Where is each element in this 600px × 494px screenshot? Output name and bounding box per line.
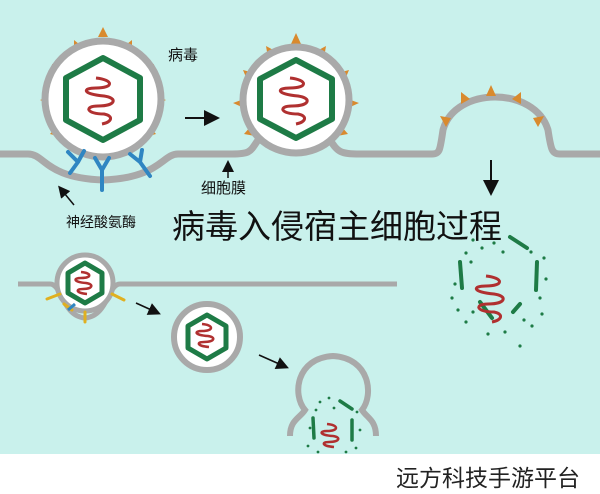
bud-spikes xyxy=(440,85,544,127)
virus-small-attaching xyxy=(45,252,126,324)
capsid xyxy=(63,55,143,143)
capsid xyxy=(257,57,335,141)
neuraminidase-receptors xyxy=(66,148,152,192)
cell-membrane-label: 细胞膜 xyxy=(201,179,247,197)
neuraminidase-label: 神经酸氨酶 xyxy=(66,215,136,231)
scattered-dots xyxy=(450,238,548,348)
receptors-small xyxy=(45,292,126,324)
arrow-up-icon xyxy=(58,185,75,206)
virus-fusing xyxy=(233,33,359,157)
rna-coil xyxy=(85,76,115,126)
watermark-strip xyxy=(0,454,600,494)
rna-coil xyxy=(195,322,215,349)
capsid xyxy=(185,312,229,362)
rna-coil xyxy=(74,270,93,296)
diagram-title: 病毒入侵宿主细胞过程 xyxy=(172,207,502,246)
virus-label: 病毒 xyxy=(168,46,199,64)
arrow-right-icon xyxy=(135,302,161,315)
capsid xyxy=(65,260,105,306)
uncoating-capsid xyxy=(306,396,362,454)
arrow-right-icon xyxy=(258,354,289,369)
scattered-dots xyxy=(306,396,362,454)
virus-attaching xyxy=(40,27,166,192)
rna-coil xyxy=(279,76,309,126)
cell-membrane-top xyxy=(0,93,600,184)
rna-coil xyxy=(320,422,340,449)
watermark-text: 远方科技手游平台 xyxy=(396,466,580,492)
rna-coil xyxy=(475,274,505,324)
released-capsid xyxy=(450,235,548,348)
endosome-membrane-open xyxy=(287,352,379,437)
endosome-virus xyxy=(171,301,243,373)
